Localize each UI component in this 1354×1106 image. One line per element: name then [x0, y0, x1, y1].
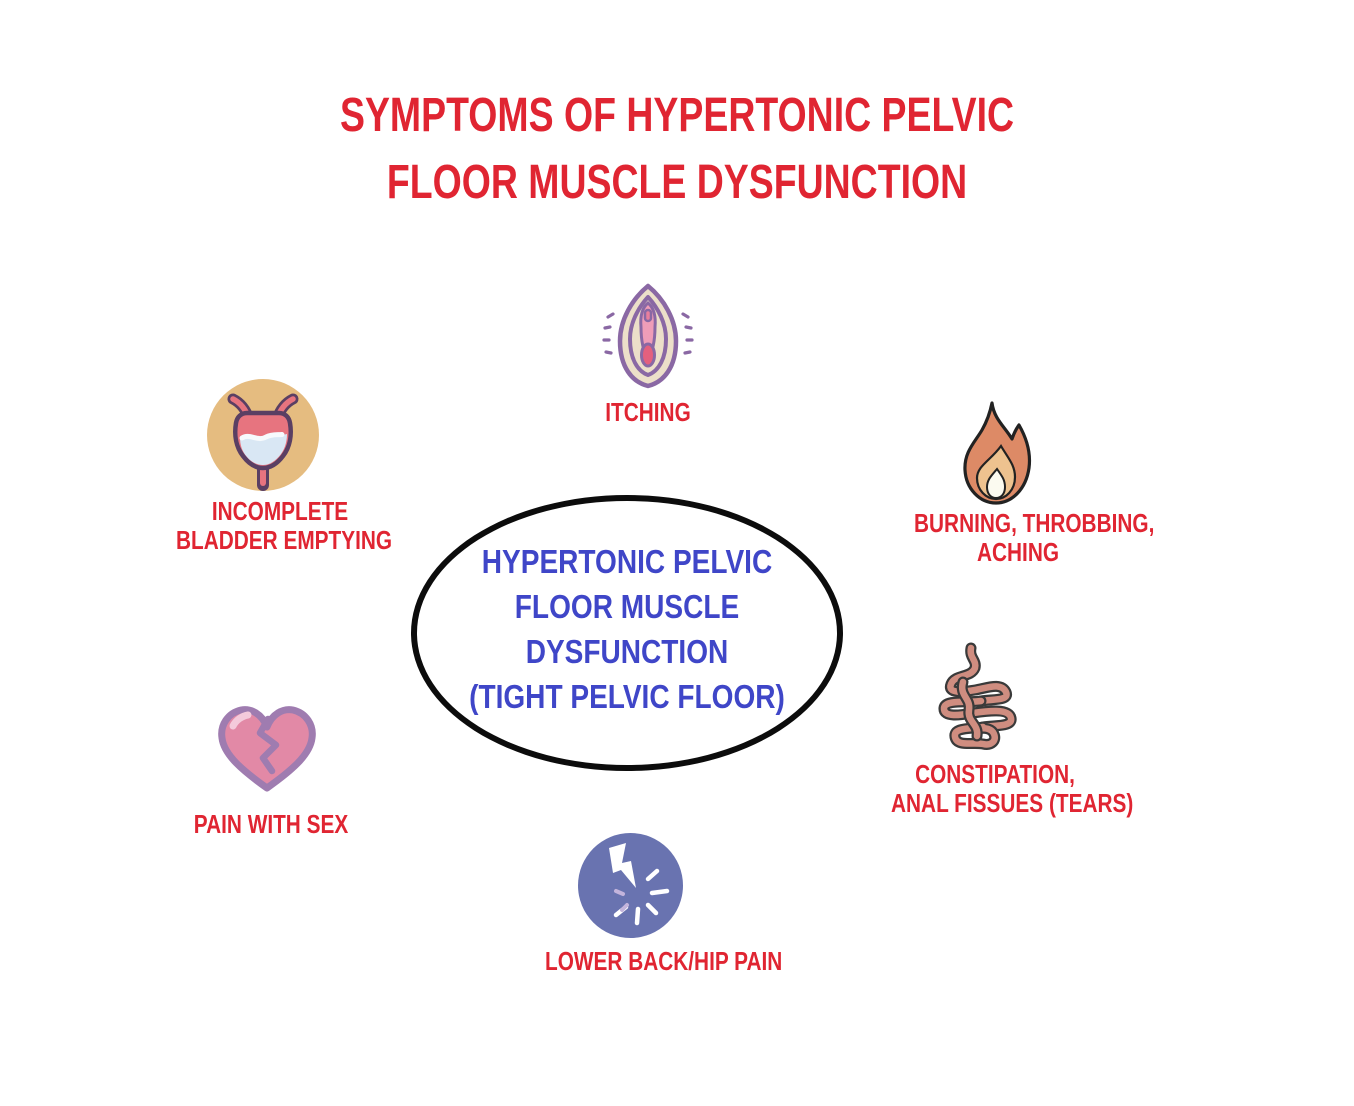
central-ellipse: HYPERTONIC PELVIC FLOOR MUSCLE DYSFUNCTI… — [411, 495, 843, 771]
lightning-icon — [578, 833, 683, 938]
intestines-icon — [938, 642, 1017, 750]
label-line: CONSTIPATION, — [915, 759, 1075, 789]
lightning-icon-circle — [578, 833, 683, 938]
flame-icon — [963, 401, 1032, 505]
symptom-label-pain-with-sex: PAIN WITH SEX — [171, 810, 371, 839]
page-title: SYMPTOMS OF HYPERTONIC PELVIC FLOOR MUSC… — [149, 82, 1205, 216]
symptom-label-lower-back-hip-pain: LOWER BACK/HIP PAIN — [545, 946, 783, 976]
broken-heart-icon — [218, 706, 316, 792]
label-line: BURNING, THROBBING, — [914, 508, 1155, 538]
vulva-icon — [602, 283, 694, 389]
symptom-label-incomplete-bladder-emptying: INCOMPLETE BLADDER EMPTYING — [176, 496, 393, 555]
label-line: PAIN WITH SEX — [193, 809, 349, 839]
label-line: ANAL FISSUES (TEARS) — [891, 788, 1134, 818]
central-text-line-3: DYSFUNCTION — [525, 633, 729, 670]
label-line: ITCHING — [605, 397, 691, 427]
label-line: INCOMPLETE — [211, 496, 349, 526]
label-line: ACHING — [976, 537, 1060, 567]
symptom-label-constipation-anal-fissues: CONSTIPATION, ANAL FISSUES (TEARS) — [891, 759, 1134, 818]
page-title-line-2: FLOOR MUSCLE DYSFUNCTION — [386, 156, 968, 209]
symptom-label-burning-throbbing-aching: BURNING, THROBBING, ACHING — [914, 508, 1155, 567]
label-line: BLADDER EMPTYING — [176, 525, 393, 555]
central-text-line-2: FLOOR MUSCLE — [514, 588, 740, 625]
central-text-line-1: HYPERTONIC PELVIC — [481, 543, 773, 580]
label-line: LOWER BACK/HIP PAIN — [545, 946, 783, 976]
bladder-icon — [207, 379, 319, 491]
central-text-line-4: (TIGHT PELVIC FLOOR) — [469, 678, 785, 715]
symptom-label-itching: ITCHING — [568, 398, 728, 427]
central-ellipse-text: HYPERTONIC PELVIC FLOOR MUSCLE DYSFUNCTI… — [449, 539, 806, 719]
page-title-line-1: SYMPTOMS OF HYPERTONIC PELVIC — [339, 89, 1015, 142]
